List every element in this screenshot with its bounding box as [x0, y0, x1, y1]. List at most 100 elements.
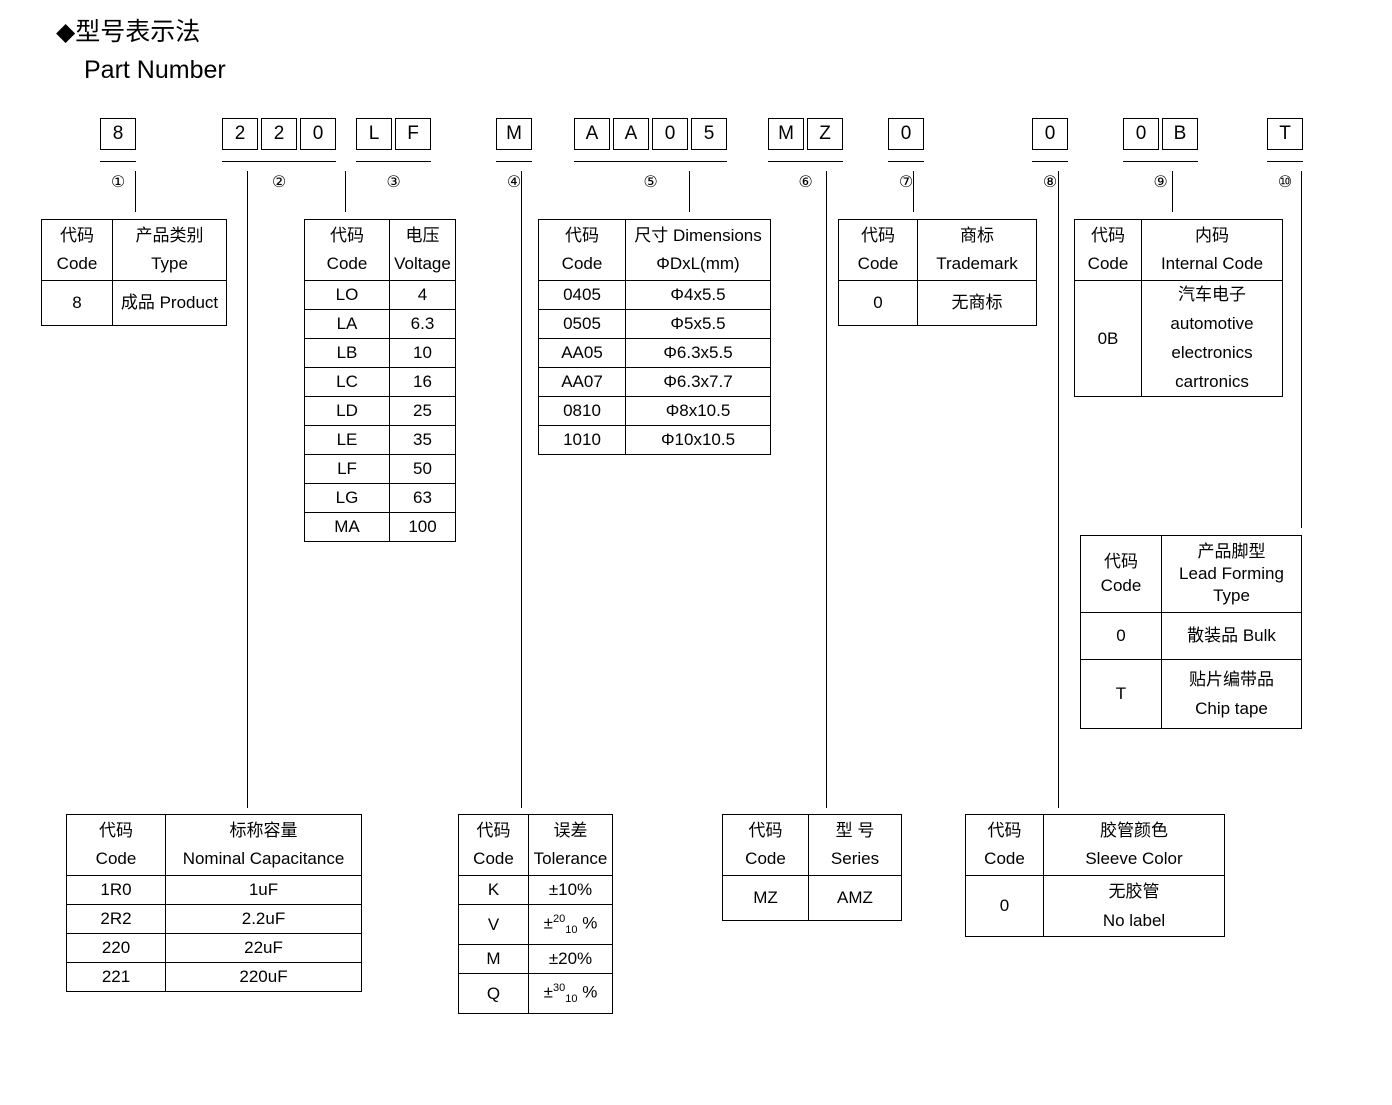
group-index-1: ① — [110, 174, 126, 191]
header-series: 型 号 Series — [808, 814, 902, 876]
leader-line-7 — [913, 171, 914, 212]
group-index-5: ⑤ — [643, 174, 658, 191]
table-row: 0 散装品 Bulk — [1080, 612, 1302, 660]
table-product-type: 代码 Code 产品类别 Type 8 成品 Product — [41, 219, 227, 326]
cell-value: 22uF — [165, 933, 362, 963]
cell-code: AA07 — [538, 367, 626, 397]
cell-value: Φ8x10.5 — [625, 396, 771, 426]
table-header-row: 代码 Code 尺寸 Dimensions ΦDxL(mm) — [538, 219, 771, 281]
cell-text-line: electronics — [1171, 343, 1253, 362]
group-index-3: ③ — [386, 174, 401, 191]
header-code: 代码 Code — [458, 814, 529, 876]
cell-code: LD — [304, 396, 390, 426]
header-code: 代码 Code — [838, 219, 918, 281]
table-row: V±2010 % — [458, 903, 613, 946]
group-underline — [1123, 161, 1198, 162]
group-underline — [222, 161, 336, 162]
table-header-row: 代码 Code 商标 Trademark — [838, 219, 1037, 281]
header-trademark: 商标 Trademark — [917, 219, 1037, 281]
cell-value: 10 — [389, 338, 456, 368]
cell-code: 221 — [66, 962, 166, 992]
group-underline — [574, 161, 727, 162]
leader-line-5 — [689, 171, 690, 212]
leader-line-2 — [247, 171, 248, 808]
group-underline — [768, 161, 843, 162]
cell-value: 63 — [389, 483, 456, 513]
group-underline — [496, 161, 532, 162]
leader-line-4 — [521, 171, 522, 808]
page-title-chinese: ◆型号表示法 — [56, 18, 201, 46]
table-body: K±10%V±2010 %M±20%Q±3010 % — [458, 875, 613, 1015]
header-code: 代码 Code — [66, 814, 166, 876]
table-header-row: 代码 Code 产品脚型 Lead Forming Type — [1080, 535, 1302, 613]
group-index-9: ⑨ — [1153, 174, 1168, 191]
header-tolerance: 误差 Tolerance — [528, 814, 613, 876]
cell-text-line: No label — [1102, 910, 1166, 930]
cell-value: Φ4x5.5 — [625, 280, 771, 310]
cell-code: LB — [304, 338, 390, 368]
cell-text-line: 无胶管 — [1108, 881, 1160, 901]
cell-code: 0 — [1080, 612, 1162, 660]
header-code: 代码 Code — [965, 814, 1044, 876]
cell-code: 0405 — [538, 280, 626, 310]
header-code: 代码 Code — [1074, 219, 1142, 281]
group-underline — [888, 161, 924, 162]
header-dimensions: 尺寸 Dimensions ΦDxL(mm) — [625, 219, 771, 281]
cell-text-line: Chip tape — [1195, 698, 1268, 718]
cell-code: M — [458, 944, 529, 975]
cell-code: LA — [304, 309, 390, 339]
cell-value: 25 — [389, 396, 456, 426]
cell-value: ±3010 % — [528, 973, 613, 1015]
header-sleeve-color: 胶管颜色 Sleeve Color — [1043, 814, 1225, 876]
header-internal-code: 内码 Internal Code — [1141, 219, 1283, 281]
cell-code: LO — [304, 280, 390, 310]
header-lead-forming-type: 产品脚型 Lead Forming Type — [1161, 535, 1302, 613]
part-number-char-box: M — [768, 118, 804, 150]
table-row: 8 成品 Product — [41, 280, 227, 326]
table-header-row: 代码 Code 误差 Tolerance — [458, 814, 613, 876]
group-underline — [356, 161, 431, 162]
cell-value: AMZ — [808, 875, 902, 921]
cell-value: 50 — [389, 454, 456, 484]
cell-code: 0810 — [538, 396, 626, 426]
leader-line-3 — [345, 171, 346, 212]
table-header-row: 代码 Code 电压 Voltage — [304, 219, 456, 281]
group-index-6: ⑥ — [798, 174, 813, 191]
cell-code: V — [458, 903, 529, 946]
table-row: MZ AMZ — [722, 875, 902, 921]
part-number-char-box: 0 — [652, 118, 688, 150]
group-index-7: ⑦ — [898, 174, 914, 191]
part-number-char-box: 0 — [888, 118, 924, 150]
leader-line-1 — [135, 171, 136, 212]
cell-value: Φ6.3x7.7 — [625, 367, 771, 397]
table-lead-forming-type: 代码 Code 产品脚型 Lead Forming Type 0 散装品 Bul… — [1080, 535, 1302, 729]
cell-value: 220uF — [165, 962, 362, 992]
part-number-char-box: 0 — [1123, 118, 1159, 150]
cell-code: Q — [458, 973, 529, 1015]
cell-value: 100 — [389, 512, 456, 542]
leader-line-10 — [1301, 171, 1302, 528]
cell-code: 8 — [41, 280, 113, 326]
cell-text-line: automotive — [1170, 314, 1254, 333]
table-header-row: 代码 Code 标称容量 Nominal Capacitance — [66, 814, 362, 876]
